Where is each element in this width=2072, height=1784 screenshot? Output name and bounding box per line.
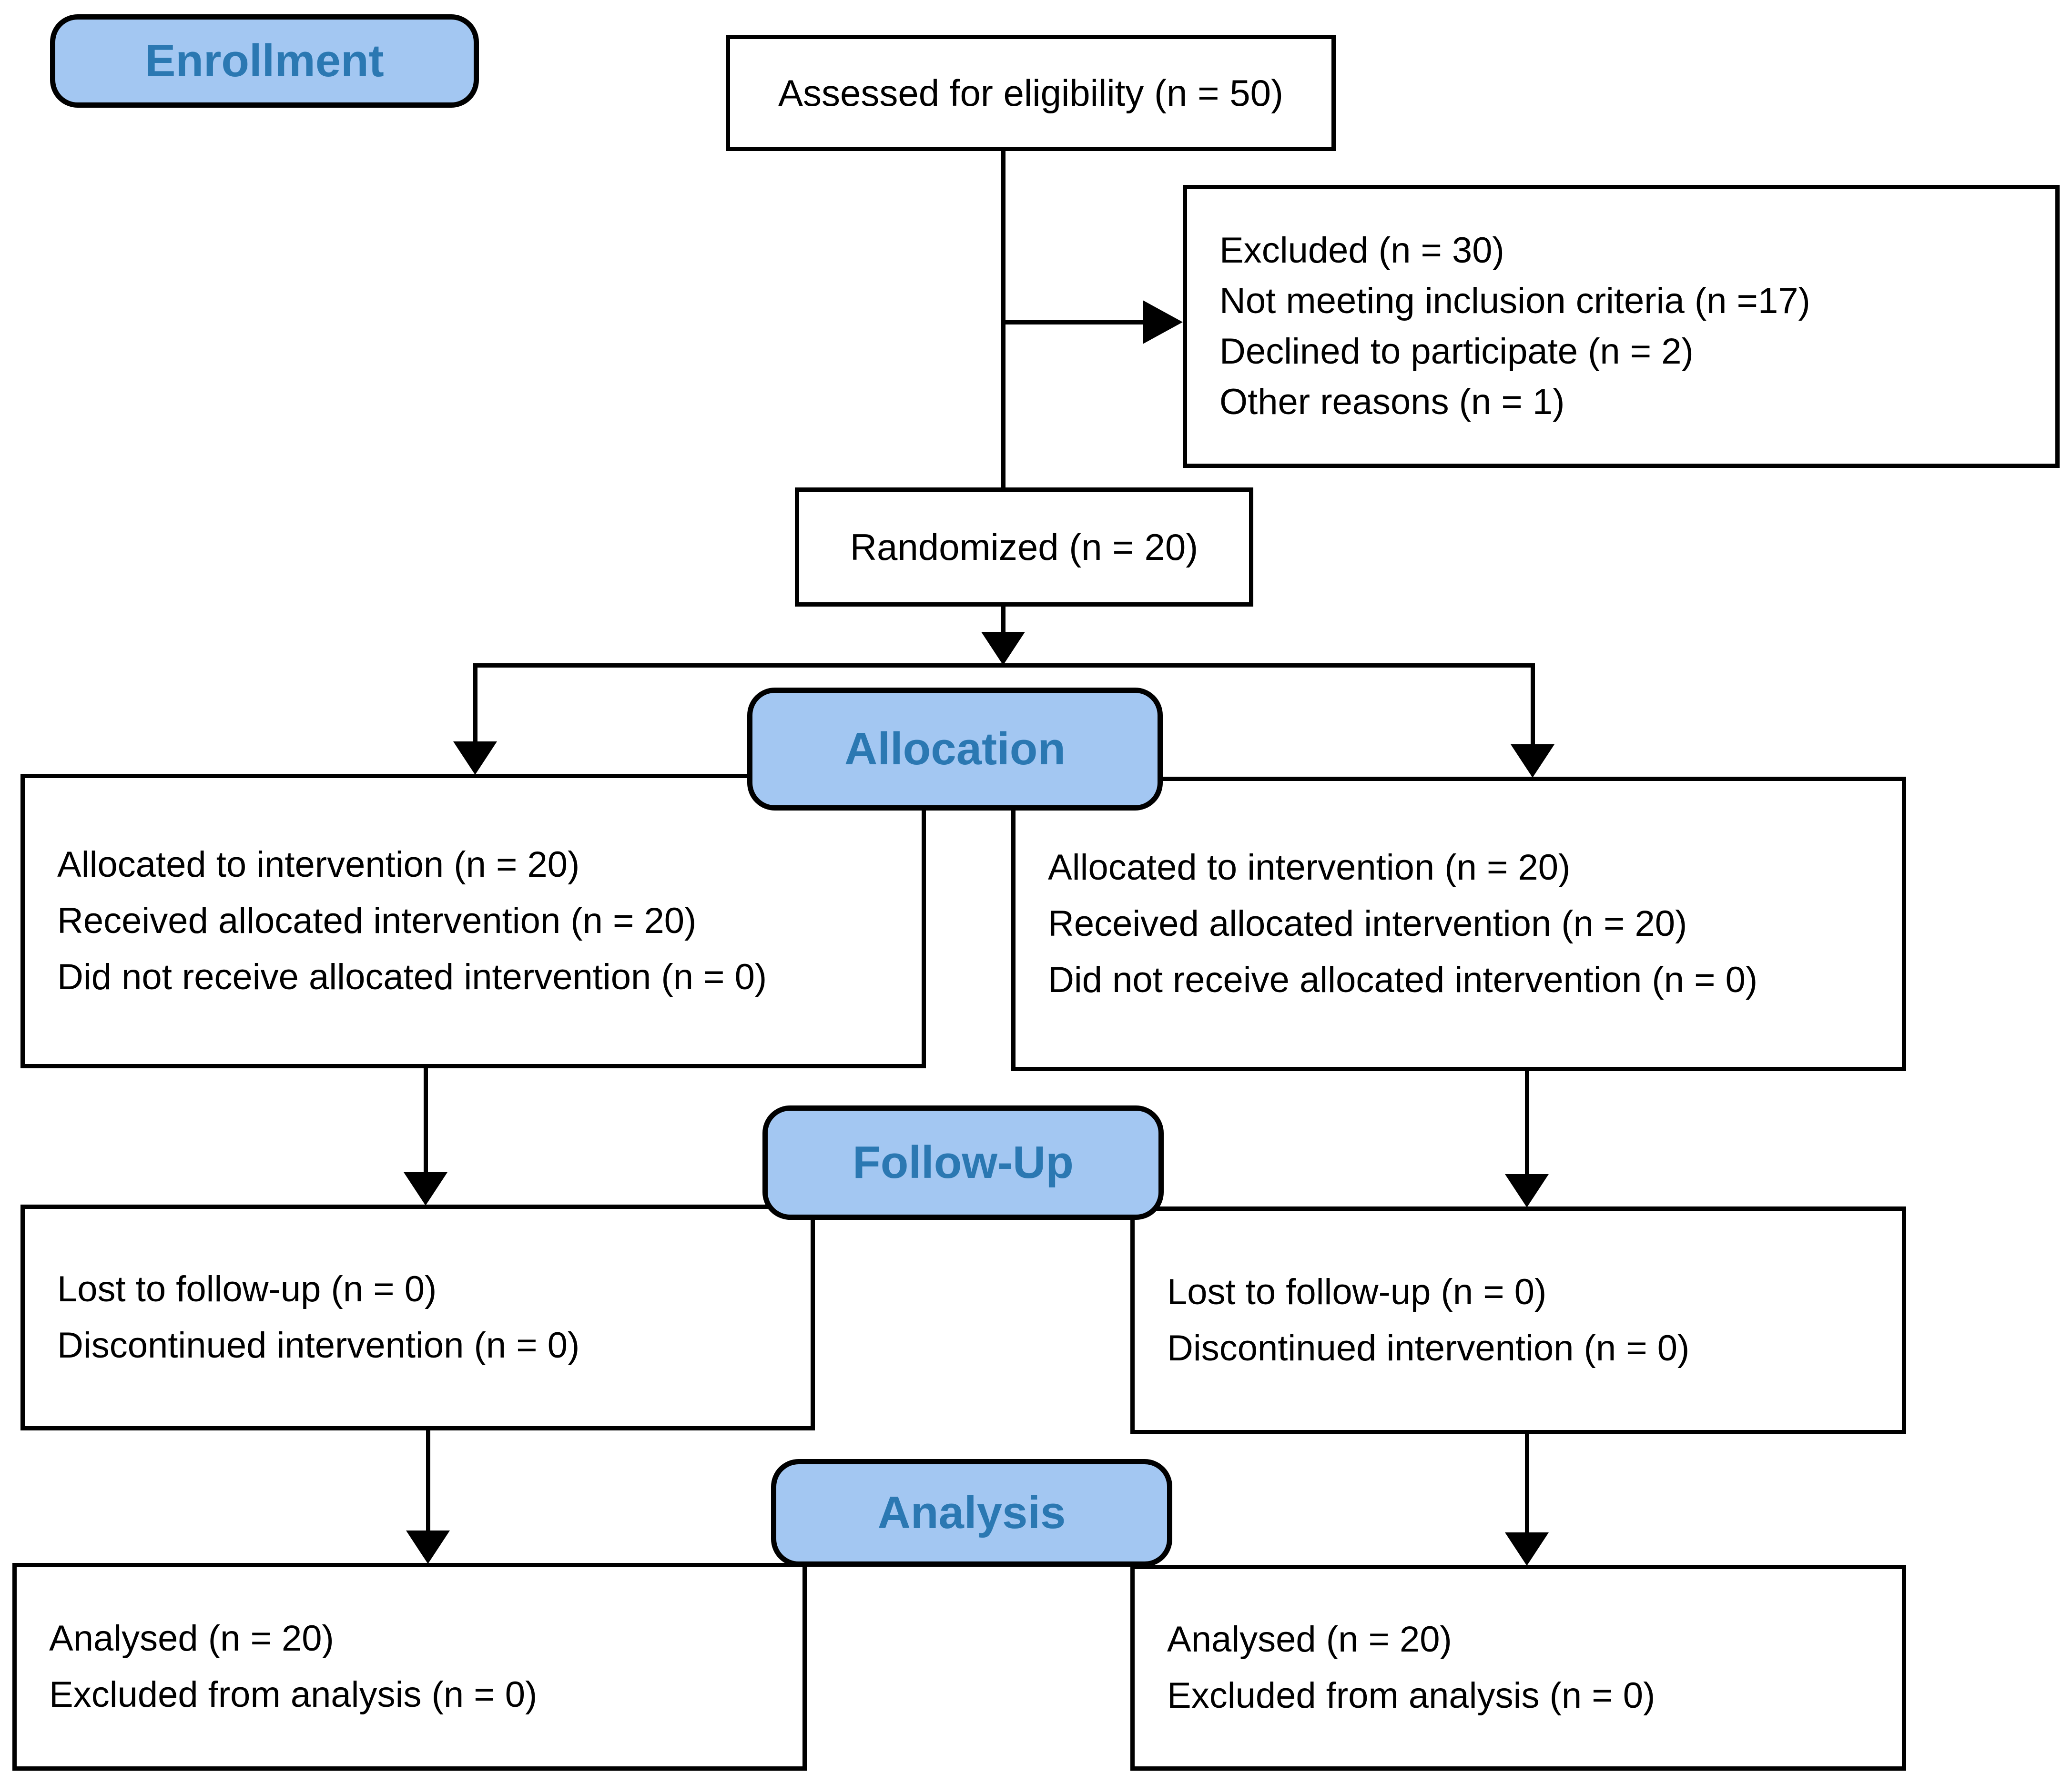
box-excluded: Excluded (n = 30) Not meeting inclusion … <box>1183 185 2060 468</box>
analysis-right-line: Excluded from analysis (n = 0) <box>1167 1675 1656 1716</box>
connector-allocation-to-followup-left <box>424 1068 428 1173</box>
followup-left-line: Lost to follow-up (n = 0) <box>57 1269 437 1309</box>
allocation-right-line: Received allocated intervention (n = 20) <box>1048 903 1687 944</box>
allocation-right-line: Allocated to intervention (n = 20) <box>1048 847 1571 888</box>
connector-allocation-to-followup-right <box>1525 1071 1529 1175</box>
excluded-line: Declined to participate (n = 2) <box>1219 331 1694 372</box>
allocation-left-line: Received allocated intervention (n = 20) <box>57 901 697 941</box>
randomized-text: Randomized (n = 20) <box>850 526 1199 568</box>
allocation-left-line: Did not receive allocated intervention (… <box>57 957 767 997</box>
connector-split-to-allocation-right <box>1531 666 1535 745</box>
arrowhead-down-icon <box>1511 744 1554 778</box>
connector-followup-to-analysis-left <box>426 1430 430 1531</box>
box-randomized: Randomized (n = 20) <box>795 487 1253 607</box>
analysis-left-line: Analysed (n = 20) <box>49 1618 334 1659</box>
stage-follow-up: Follow-Up <box>762 1105 1164 1220</box>
excluded-line: Other reasons (n = 1) <box>1219 382 1565 422</box>
arrowhead-down-icon <box>1505 1532 1549 1566</box>
analysis-right-line: Analysed (n = 20) <box>1167 1619 1452 1660</box>
arrowhead-down-icon <box>453 741 497 775</box>
arrowhead-down-icon <box>404 1172 447 1206</box>
stage-enrollment: Enrollment <box>50 14 479 108</box>
arrowhead-down-icon <box>406 1531 450 1564</box>
excluded-line: Excluded (n = 30) <box>1219 230 1504 271</box>
connector-randomized-to-split <box>1001 607 1006 634</box>
connector-followup-to-analysis-right <box>1525 1434 1529 1533</box>
box-analysis-right: Analysed (n = 20) Excluded from analysis… <box>1130 1565 1906 1771</box>
box-followup-right: Lost to follow-up (n = 0) Discontinued i… <box>1130 1206 1906 1434</box>
allocation-left-line: Allocated to intervention (n = 20) <box>57 844 580 885</box>
followup-left-line: Discontinued intervention (n = 0) <box>57 1325 580 1366</box>
allocation-right-line: Did not receive allocated intervention (… <box>1048 960 1758 1000</box>
connector-split-to-allocation-left <box>473 666 477 742</box>
followup-right-line: Lost to follow-up (n = 0) <box>1167 1272 1547 1312</box>
stage-analysis: Analysis <box>771 1459 1172 1567</box>
connector-assessed-to-randomized <box>1001 151 1006 487</box>
box-allocation-right: Allocated to intervention (n = 20) Recei… <box>1011 777 1906 1071</box>
assessed-text: Assessed for eligibility (n = 50) <box>778 72 1283 114</box>
analysis-left-line: Excluded from analysis (n = 0) <box>49 1674 538 1715</box>
stage-allocation: Allocation <box>747 688 1163 811</box>
followup-right-line: Discontinued intervention (n = 0) <box>1167 1328 1690 1368</box>
connector-split-horizontal <box>473 663 1535 668</box>
box-followup-left: Lost to follow-up (n = 0) Discontinued i… <box>20 1205 815 1430</box>
arrowhead-right-icon <box>1143 300 1183 344</box>
box-assessed-for-eligibility: Assessed for eligibility (n = 50) <box>726 35 1336 151</box>
arrowhead-down-icon <box>981 632 1025 665</box>
box-allocation-left: Allocated to intervention (n = 20) Recei… <box>20 774 926 1068</box>
arrowhead-down-icon <box>1505 1174 1549 1207</box>
connector-branch-to-excluded <box>1003 320 1144 324</box>
box-analysis-left: Analysed (n = 20) Excluded from analysis… <box>12 1563 807 1771</box>
excluded-line: Not meeting inclusion criteria (n =17) <box>1219 281 1810 321</box>
